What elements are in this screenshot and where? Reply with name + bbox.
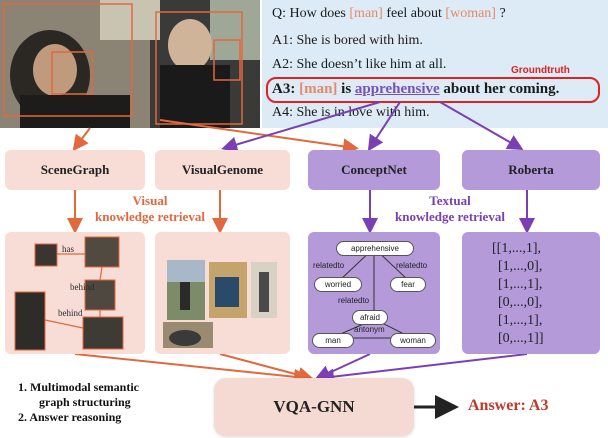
a3-keyword-apprehensive: apprehensive bbox=[354, 81, 440, 97]
step-1-line2: graph structuring bbox=[18, 395, 131, 409]
matrix-row: [1,...,0], bbox=[498, 259, 543, 274]
question-entity-man: [man] bbox=[349, 6, 383, 21]
qa-panel bbox=[262, 0, 608, 128]
matrix-row: [[1,...,1], bbox=[492, 241, 541, 256]
scenegraph-box: SceneGraph bbox=[5, 150, 145, 190]
arrow-qa-roberta bbox=[439, 101, 524, 150]
conceptnet-box: ConceptNet bbox=[308, 150, 440, 190]
textual-retrieval-line2: knowledge retrieval bbox=[395, 209, 505, 224]
arrow-panel3-gnn bbox=[314, 353, 371, 381]
cn-rel-relatedto-right: relatedto bbox=[396, 261, 428, 270]
sg-rel-behind-2: behind bbox=[58, 308, 83, 318]
sg-rel-behind-1: behind bbox=[70, 282, 95, 292]
arrow-photo-conceptnet bbox=[159, 119, 359, 155]
roberta-panel bbox=[462, 232, 600, 354]
cn-rel-antonym: antonym bbox=[354, 325, 385, 334]
question-text: Q: How does [man] feel about [woman] ? bbox=[272, 6, 506, 22]
question-suffix: ? bbox=[495, 6, 506, 21]
scenegraph-drawing bbox=[14, 236, 124, 351]
cn-node-man: man bbox=[312, 333, 354, 348]
sg-rel-has: has bbox=[62, 244, 74, 254]
step-2: 2. Answer reasoning bbox=[18, 410, 122, 424]
matrix-row: [1,...,1], bbox=[498, 313, 543, 328]
visual-retrieval-line2: knowledge retrieval bbox=[95, 209, 205, 224]
arrow-panel4-gnn bbox=[318, 353, 528, 385]
a3-suffix: about her coming. bbox=[439, 81, 560, 97]
steps-list: 1. Multimodal semantic graph structuring… bbox=[18, 380, 139, 425]
matrix-row: [0,...,1]] bbox=[498, 331, 544, 346]
arrow-panel1-gnn bbox=[74, 353, 310, 385]
question-prefix: Q: How does bbox=[272, 6, 350, 21]
visualgenome-photos bbox=[163, 260, 277, 348]
textual-retrieval-line1: Textual bbox=[429, 193, 471, 208]
arrow-panel2-gnn bbox=[219, 353, 314, 383]
question-mid: feel about bbox=[382, 6, 446, 21]
arrow-photo-scenegraph bbox=[72, 127, 91, 152]
cn-node-apprehensive: apprehensive bbox=[336, 241, 414, 256]
step-1-line1: 1. Multimodal semantic bbox=[18, 380, 139, 394]
cn-node-fear: fear bbox=[390, 277, 426, 292]
groundtruth-label: Groundtruth bbox=[511, 65, 570, 76]
cn-node-woman: woman bbox=[390, 333, 436, 348]
cn-node-worried: worried bbox=[314, 277, 362, 292]
roberta-matrix: [[1,...,1], [1,...,0], [1,...,1], [0,...… bbox=[492, 240, 544, 348]
a3-entity-man: [man] bbox=[299, 81, 338, 97]
answer-a1: A1: She is bored with him. bbox=[272, 33, 423, 48]
answer-a2: A2: She doesn’t like him at all. bbox=[272, 57, 447, 72]
cn-rel-relatedto-left: relatedto bbox=[313, 261, 345, 270]
answer-label: Answer: A3 bbox=[468, 397, 549, 414]
cn-node-afraid: afraid bbox=[352, 310, 388, 325]
answer-a3: A3: [man] is apprehensive about her comi… bbox=[272, 81, 559, 98]
matrix-row: [1,...,1], bbox=[498, 277, 543, 292]
roberta-box: Roberta bbox=[462, 150, 600, 190]
arrow-qa-visualgenome bbox=[221, 101, 381, 153]
scene-photo bbox=[0, 0, 260, 128]
arrow-qa-conceptnet bbox=[367, 101, 401, 152]
cn-rel-relatedto-mid: relatedto bbox=[338, 296, 370, 305]
visualgenome-box: VisualGenome bbox=[155, 150, 290, 190]
groundtruth-box bbox=[266, 77, 600, 103]
vqa-gnn-box: VQA-GNN bbox=[214, 378, 414, 436]
question-entity-woman: [woman] bbox=[445, 6, 496, 21]
matrix-row: [0,...,0], bbox=[498, 295, 543, 310]
visual-retrieval-line1: Visual bbox=[132, 193, 168, 208]
a3-is: is bbox=[337, 81, 355, 97]
a3-prefix: A3: bbox=[272, 81, 300, 97]
textual-retrieval-label: Textual knowledge retrieval bbox=[380, 193, 520, 225]
visual-retrieval-label: Visual knowledge retrieval bbox=[80, 193, 220, 225]
